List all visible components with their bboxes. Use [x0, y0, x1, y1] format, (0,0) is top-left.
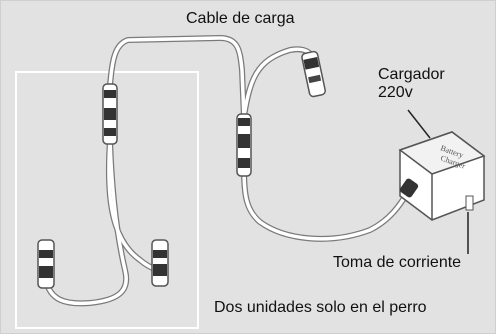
outlet-label: Toma de corriente — [333, 254, 462, 271]
top-plug — [301, 50, 326, 98]
charging-cable — [43, 35, 411, 307]
middle-connector — [236, 113, 252, 177]
right-dog-plug — [151, 239, 169, 287]
charger-label-line2: 220v — [378, 84, 413, 101]
charger-box: Battery Charger — [398, 131, 486, 221]
two-units-label: Dos unidades solo en el perro — [214, 299, 427, 316]
dog-units-highlight-box — [15, 71, 199, 329]
left-dog-plug — [37, 239, 55, 289]
charger-label-line1: Cargador — [378, 66, 445, 83]
cable-label: Cable de carga — [186, 10, 295, 27]
left-y-connector — [102, 83, 118, 145]
charger-pointer-line — [407, 109, 431, 139]
charger-label: Cargador 220v — [378, 66, 445, 102]
